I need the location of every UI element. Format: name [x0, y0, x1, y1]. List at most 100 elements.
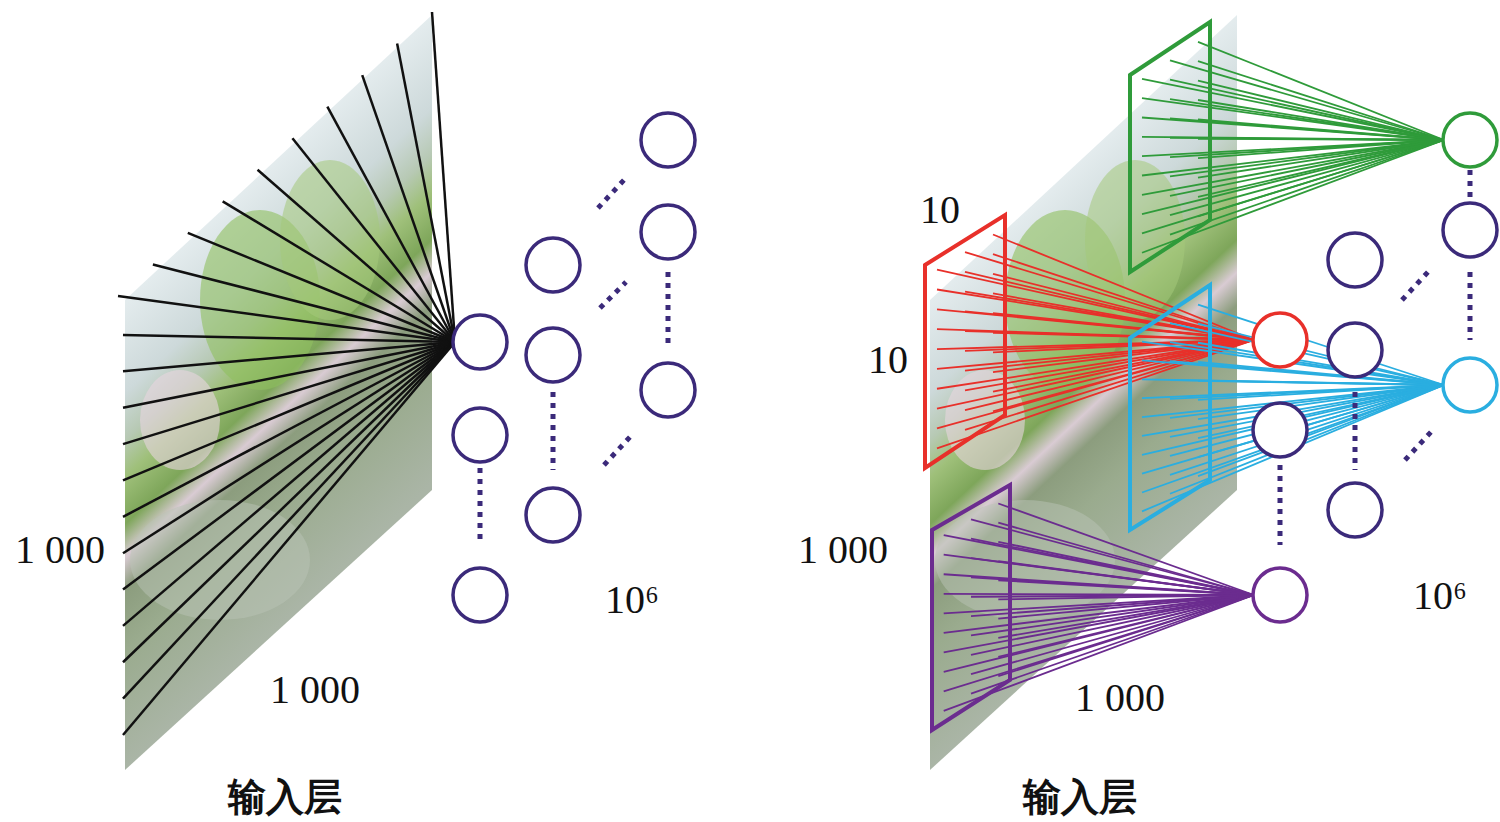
connection-line — [971, 595, 1254, 655]
connection-line — [432, 12, 455, 342]
receptive-field — [1130, 285, 1210, 530]
connection-line — [937, 270, 1254, 340]
connection-line — [1198, 362, 1444, 385]
connection-line — [944, 555, 1254, 595]
connection-line — [327, 107, 455, 342]
connection-line — [998, 595, 1254, 638]
connection-line — [998, 561, 1254, 595]
connection-line — [971, 519, 1254, 595]
dimension-label: 10⁶ — [1410, 574, 1470, 618]
photo-right — [905, 0, 1265, 800]
dimension-label: 1 000 — [12, 528, 108, 572]
neuron-circle — [453, 315, 507, 369]
ellipsis-dots — [480, 170, 1470, 545]
connection-line — [998, 503, 1254, 595]
connection-line — [998, 542, 1254, 595]
connection-line — [292, 138, 455, 342]
connection-line — [123, 342, 455, 662]
connection-line — [188, 233, 455, 342]
connection-line — [362, 75, 455, 342]
connection-line — [993, 340, 1254, 411]
connection-line — [1198, 140, 1444, 197]
connection-line — [1142, 385, 1444, 474]
connection-line — [944, 535, 1254, 595]
receptive-field — [925, 215, 1005, 468]
dimension-label: 10 — [865, 338, 911, 382]
connection-line — [993, 235, 1254, 340]
neuron-circle — [641, 205, 695, 259]
connection-line — [998, 523, 1254, 595]
neuron-circle — [1328, 323, 1382, 377]
connection-line — [937, 340, 1254, 428]
connection-line — [998, 580, 1254, 595]
connection-line — [123, 342, 455, 480]
neuron-circle — [453, 408, 507, 462]
neuron-circles — [453, 113, 1497, 622]
connection-line — [1198, 81, 1444, 140]
receptive-field — [932, 485, 1010, 730]
connection-lines — [118, 12, 1444, 735]
connection-line — [1142, 140, 1444, 214]
dimension-label: 10⁶ — [602, 578, 662, 622]
neuron-circle — [641, 113, 695, 167]
connection-line — [123, 335, 455, 342]
neuron-circle — [1328, 233, 1382, 287]
connection-line — [971, 595, 1254, 674]
connection-line — [937, 290, 1254, 340]
dimension-label: 1 000 — [267, 668, 363, 712]
connection-line — [1198, 305, 1444, 385]
connection-line — [1142, 385, 1444, 492]
connection-line — [123, 342, 455, 590]
connection-line — [1198, 100, 1444, 140]
connection-line — [118, 296, 455, 342]
connection-line — [1142, 98, 1444, 140]
neuron-circle — [526, 488, 580, 542]
neuron-circle — [1443, 358, 1497, 412]
connection-line — [971, 539, 1254, 595]
connection-line — [1198, 42, 1444, 140]
connection-line — [123, 342, 455, 517]
neuron-circle — [526, 238, 580, 292]
connection-line — [1198, 381, 1444, 385]
neuron-circle — [641, 363, 695, 417]
neuron-circle — [1253, 403, 1307, 457]
connection-line — [1142, 79, 1444, 140]
neuron-circle — [453, 568, 507, 622]
neuron-circle — [526, 328, 580, 382]
dimension-label: 1 000 — [1072, 676, 1168, 720]
connection-line — [1198, 140, 1444, 216]
connection-line — [1198, 343, 1444, 385]
neuron-circle — [1253, 313, 1307, 367]
layer-label: 输入层 — [225, 777, 345, 819]
connection-line — [1198, 385, 1444, 419]
connection-line — [993, 274, 1254, 340]
connection-line — [993, 313, 1254, 340]
connection-line — [1198, 119, 1444, 140]
neuron-circle — [1253, 568, 1307, 622]
connection-line — [1198, 140, 1444, 178]
dimension-label: 1 000 — [795, 528, 891, 572]
connection-line — [1198, 385, 1444, 457]
receptive-field — [1130, 22, 1210, 272]
connection-line — [123, 342, 455, 735]
connection-line — [998, 595, 1254, 657]
connection-line — [937, 340, 1254, 448]
neuron-circle — [1328, 483, 1382, 537]
connection-line — [123, 342, 455, 699]
connection-line — [1142, 140, 1444, 233]
photo-left — [100, 0, 460, 800]
connection-line — [223, 201, 455, 342]
neuron-circle — [1443, 203, 1497, 257]
connection-line — [397, 44, 455, 342]
connection-line — [1198, 61, 1444, 140]
connection-line — [1198, 139, 1444, 140]
layer-label: 输入层 — [1020, 777, 1140, 819]
connection-line — [971, 558, 1254, 595]
connection-line — [998, 595, 1254, 676]
connection-line — [944, 595, 1254, 672]
dimension-label: 10 — [917, 188, 963, 232]
connection-line — [1198, 385, 1444, 476]
connection-line — [1198, 324, 1444, 385]
